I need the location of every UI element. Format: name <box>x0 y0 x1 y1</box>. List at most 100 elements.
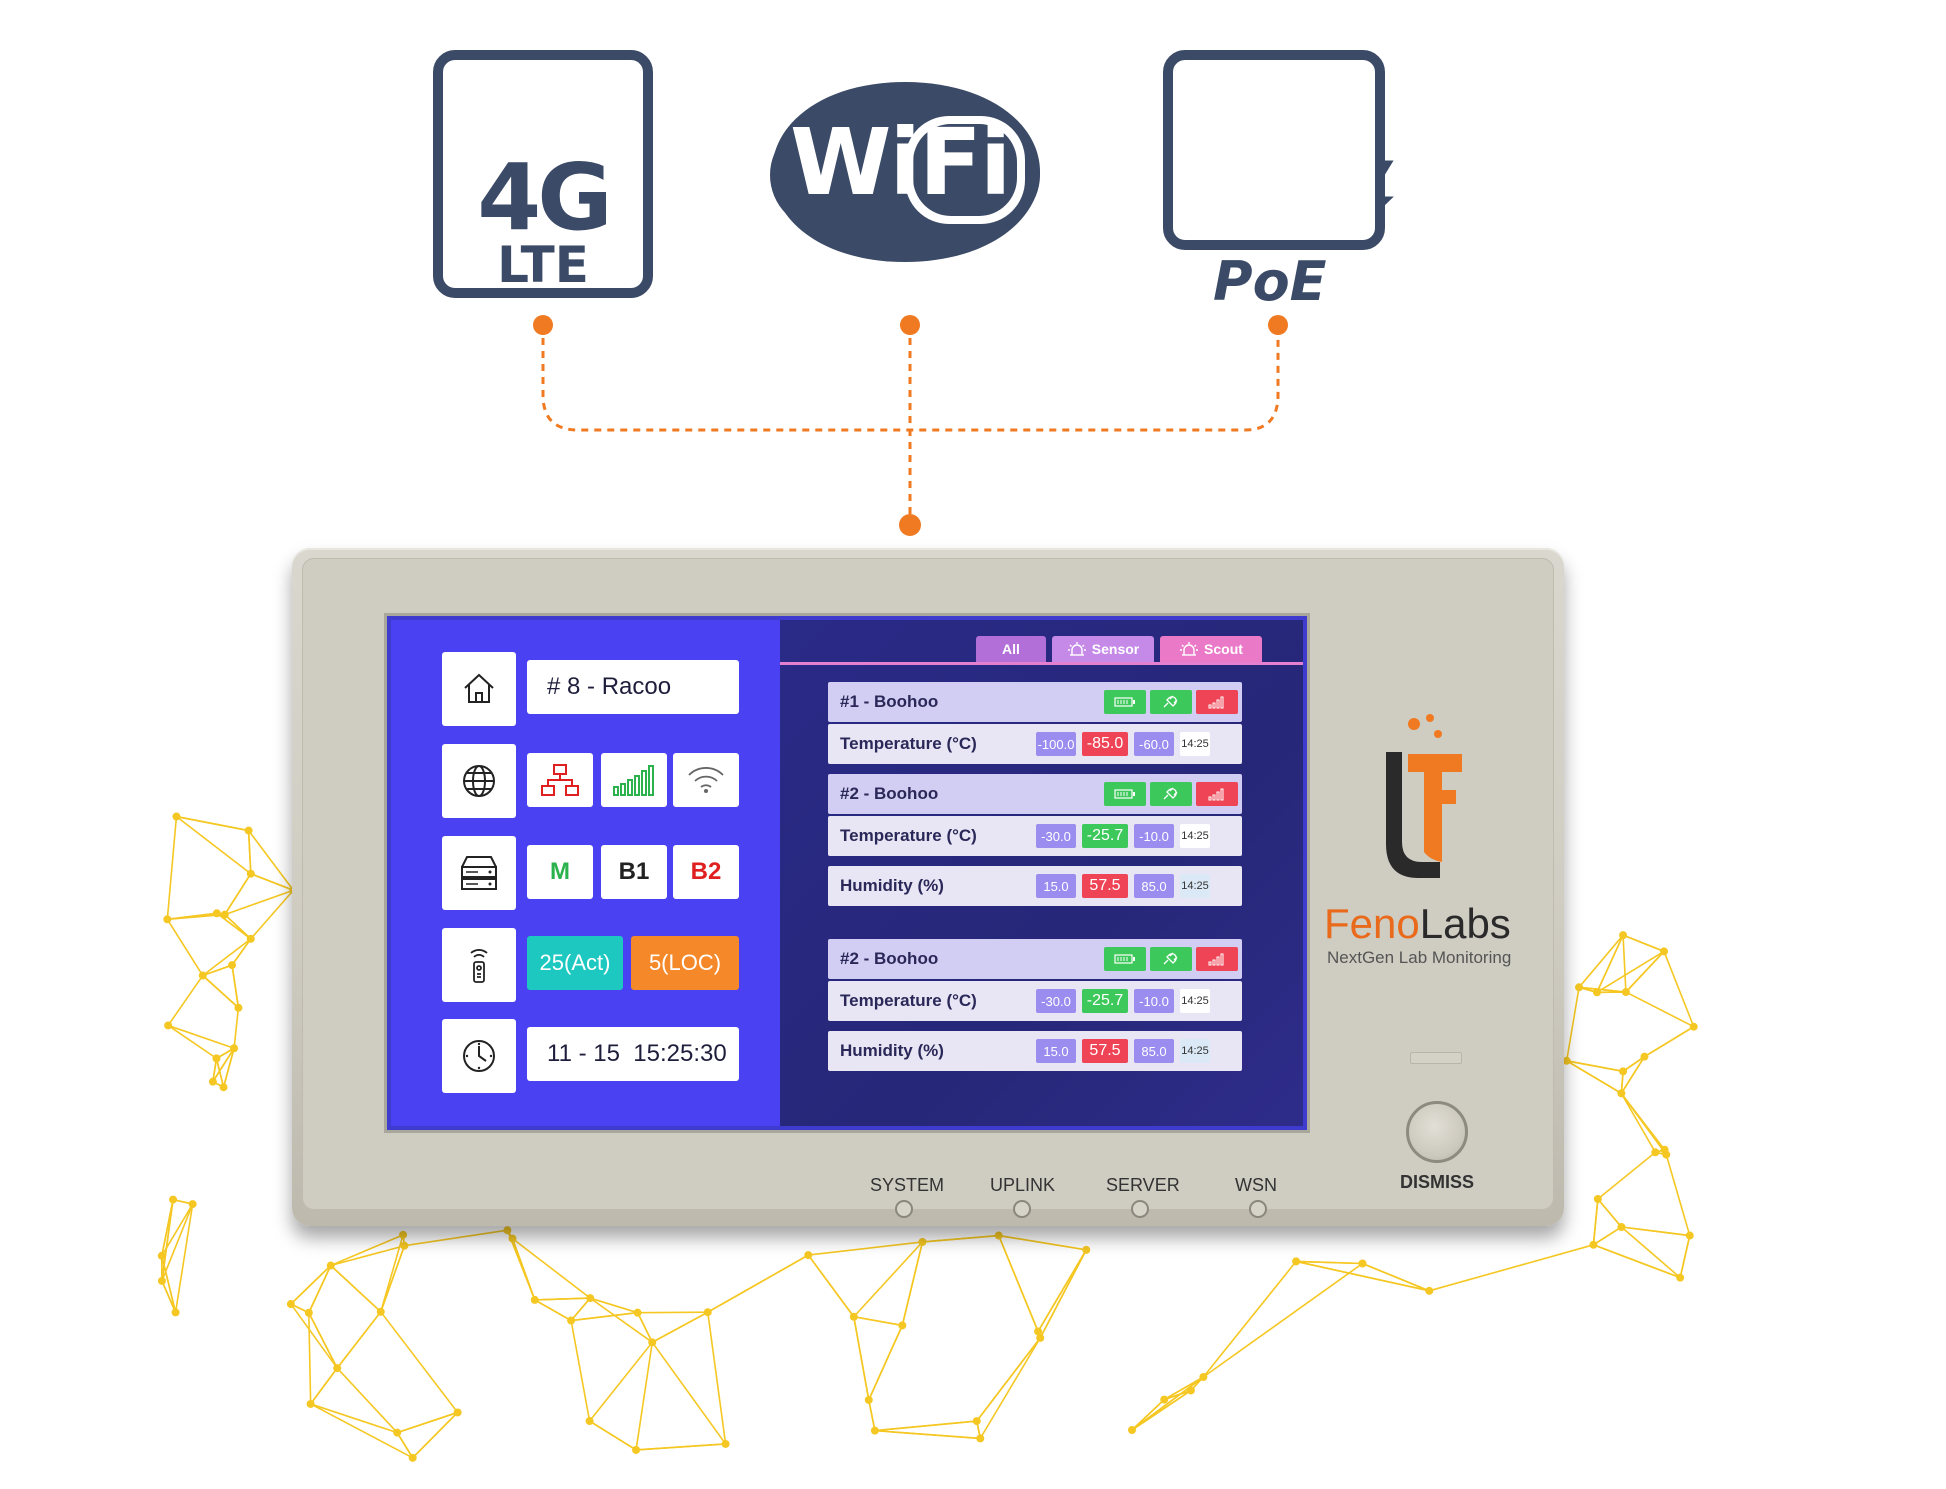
mesh-line <box>167 975 204 1026</box>
mesh-line <box>636 1443 726 1451</box>
brand-name: FenoLabs <box>1324 900 1511 948</box>
mesh-line <box>534 1297 591 1301</box>
device-card-header[interactable]: #2 - Boohoo <box>828 939 1242 979</box>
power-status <box>1150 947 1192 971</box>
mesh-node <box>633 1308 642 1317</box>
mesh-line <box>396 1432 414 1459</box>
lte-text: LTE <box>497 236 589 294</box>
poe-label: PoE <box>1213 250 1327 313</box>
wifi-label: WiFi <box>790 109 1011 216</box>
max-threshold: 85.0 <box>1134 1039 1174 1063</box>
reading-row: Temperature (°C) -100.0 -85.0 -60.0 14:2… <box>828 724 1242 764</box>
clock-button[interactable] <box>442 1019 516 1093</box>
network-button[interactable] <box>442 744 516 818</box>
mesh-line <box>404 1229 508 1247</box>
battery-icon <box>1114 789 1135 799</box>
min-threshold: -30.0 <box>1036 824 1076 848</box>
system-led <box>895 1200 913 1218</box>
mesh-line <box>310 1403 414 1459</box>
mesh-line <box>868 1325 904 1401</box>
uplink-led <box>1013 1200 1031 1218</box>
mesh-line <box>853 1316 870 1401</box>
lte-4g-badge: 4G LTE <box>433 50 653 298</box>
mesh-line <box>176 815 249 832</box>
mesh-line <box>853 1241 924 1318</box>
mesh-node <box>1082 1245 1091 1254</box>
signal-bars-icon <box>1208 696 1224 709</box>
mesh-node <box>157 1276 166 1285</box>
dismiss-label: DISMISS <box>1400 1172 1475 1192</box>
mesh-line <box>1565 987 1580 1061</box>
reading-row: Humidity (%) 15.0 57.5 85.0 14:25 <box>828 866 1242 906</box>
mesh-line <box>1596 950 1665 993</box>
mesh-line <box>336 1367 398 1434</box>
active-count-badge: 25(Act) <box>527 936 623 990</box>
mesh-line <box>997 1235 1039 1332</box>
reading-time: 14:25 <box>1180 989 1210 1013</box>
min-threshold: 15.0 <box>1036 1039 1076 1063</box>
brand-tagline: NextGen Lab Monitoring <box>1327 948 1512 967</box>
remote-icon <box>470 949 488 983</box>
mesh-line <box>589 1297 653 1343</box>
mesh-line <box>174 1203 194 1313</box>
current-value: 57.5 <box>1082 1039 1128 1063</box>
reading-label: Temperature (°C) <box>840 991 977 1010</box>
wifi-signal-icon <box>688 767 724 793</box>
mesh-line <box>202 974 239 1009</box>
b1-indicator: B1 <box>601 845 667 899</box>
mesh-line <box>1202 1260 1297 1378</box>
mesh-line <box>922 1234 999 1243</box>
mesh-line <box>979 1337 1041 1439</box>
tab-sensor[interactable]: Sensor <box>1052 636 1154 662</box>
battery-icon <box>1114 954 1135 964</box>
storage-button[interactable] <box>442 836 516 910</box>
plug-icon <box>1163 695 1178 708</box>
touch-screen: # 8 - Racoo M B1 B2 25(Act) 5(LOC) 11 <box>384 613 1310 1133</box>
mesh-node <box>1689 1022 1698 1031</box>
mesh-node <box>333 1364 342 1373</box>
home-button[interactable] <box>442 652 516 726</box>
mesh-line <box>588 1341 653 1422</box>
mesh-line <box>161 1199 174 1282</box>
mesh-line <box>570 1297 591 1322</box>
mesh-node <box>208 1077 217 1086</box>
connector-dot-lte <box>533 315 553 335</box>
battery-status <box>1104 782 1146 806</box>
device-name: #1 - Boohoo <box>840 692 939 711</box>
device-card-header[interactable]: #2 - Boohoo <box>828 774 1242 814</box>
mesh-line <box>412 1411 459 1459</box>
lan-icon <box>541 764 579 796</box>
tab-scout[interactable]: Scout <box>1160 636 1262 662</box>
signal-status <box>1196 782 1238 806</box>
remote-button[interactable] <box>442 928 516 1002</box>
mesh-line <box>1625 950 1665 993</box>
mesh-line <box>231 964 240 1008</box>
wifi-icon <box>770 82 1040 262</box>
mesh-line <box>231 938 252 966</box>
reading-label: Temperature (°C) <box>840 734 977 753</box>
mesh-line <box>167 912 217 921</box>
mesh-line <box>396 1411 458 1434</box>
mesh-line <box>706 1312 727 1445</box>
mesh-line <box>1592 1198 1599 1245</box>
device-card-header[interactable]: #1 - Boohoo <box>828 682 1242 722</box>
lte-4g-text: 4G <box>477 144 613 251</box>
mesh-line <box>1622 934 1665 953</box>
tab-underline <box>780 662 1303 665</box>
mesh-line <box>290 1303 338 1369</box>
reading-time: 14:25 <box>1180 824 1210 848</box>
tab-all[interactable]: All <box>976 636 1046 662</box>
signal-status <box>1196 690 1238 714</box>
mesh-line <box>380 1245 406 1313</box>
dismiss-button[interactable] <box>1406 1101 1468 1163</box>
led-label-uplink: UPLINK <box>990 1175 1056 1195</box>
mesh-line <box>336 1311 382 1369</box>
plug-icon <box>1163 787 1178 800</box>
mesh-node <box>976 1434 985 1443</box>
mesh-line <box>1621 1226 1690 1237</box>
mesh-line <box>707 1254 809 1313</box>
mesh-line <box>1295 1260 1430 1292</box>
site-name: # 8 - Racoo <box>527 660 739 714</box>
mesh-line <box>166 918 204 976</box>
